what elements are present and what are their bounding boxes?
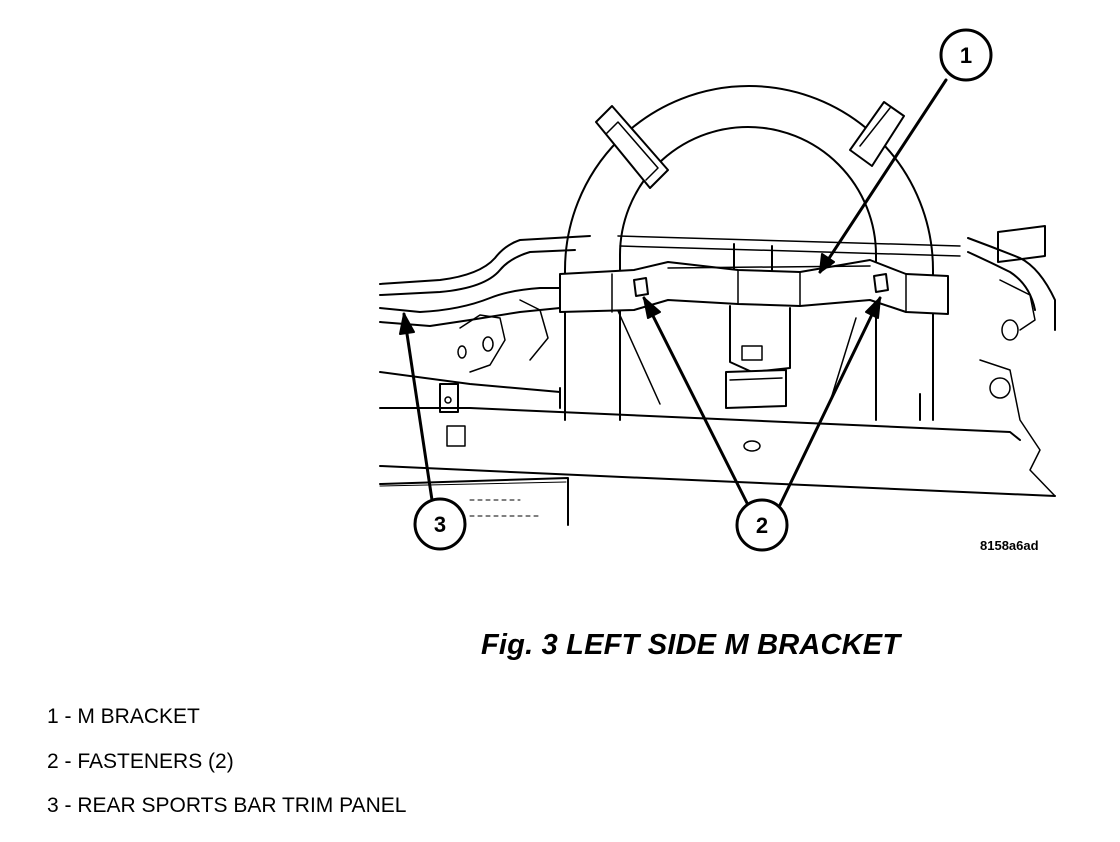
callout-3: 3: [413, 497, 467, 551]
callout-legend: 1 - M BRACKET 2 - FASTENERS (2) 3 - REAR…: [47, 706, 406, 840]
callout-1: 1: [939, 28, 993, 82]
callout-number: 2: [756, 513, 768, 538]
m-bracket: [559, 259, 949, 409]
callout-number: 1: [960, 43, 972, 68]
fastener-left: [633, 277, 649, 297]
figure-image-id: 8158a6ad: [980, 538, 1039, 553]
legend-item: 3 - REAR SPORTS BAR TRIM PANEL: [47, 794, 407, 817]
fastener-right: [873, 273, 889, 293]
callout-number: 3: [434, 512, 446, 537]
leader-lines: [399, 78, 948, 507]
legend-item: 2 - FASTENERS (2): [47, 749, 234, 773]
vehicle-body-lines: [379, 225, 1056, 526]
callout-2: 2: [735, 498, 789, 552]
legend-item: 1 - M BRACKET: [47, 705, 200, 728]
figure-caption: Fig. 3 LEFT SIDE M BRACKET: [481, 629, 901, 661]
